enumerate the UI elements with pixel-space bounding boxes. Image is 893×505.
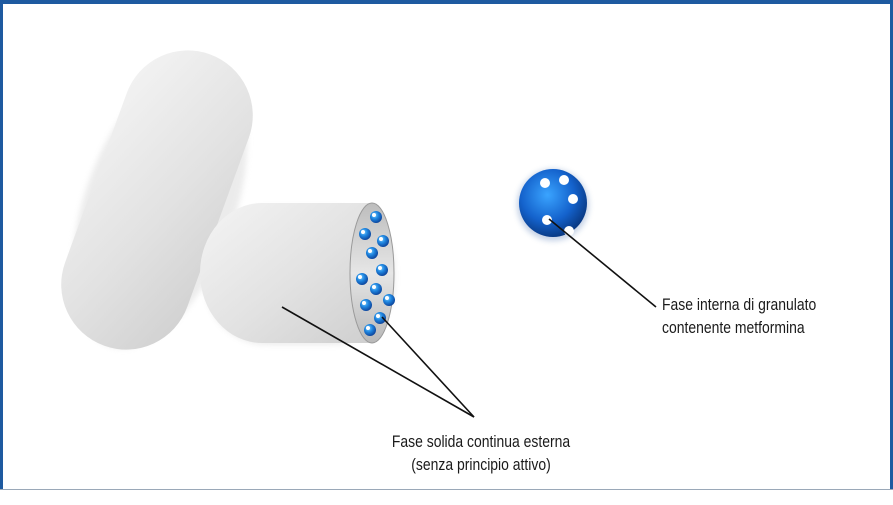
leader-line-external-phase-b <box>382 317 474 417</box>
cut-tablet <box>200 203 395 345</box>
granule-enlarged <box>517 169 589 241</box>
internal-phase-label-line2: contenente metformina <box>662 317 805 338</box>
leader-line-internal-phase <box>549 219 656 307</box>
internal-phase-label-line1: Fase interna di granulato <box>662 294 816 315</box>
external-phase-label-line1: Fase solida continua esterna <box>362 431 600 452</box>
external-phase-label-line2: (senza principio attivo) <box>362 454 600 475</box>
